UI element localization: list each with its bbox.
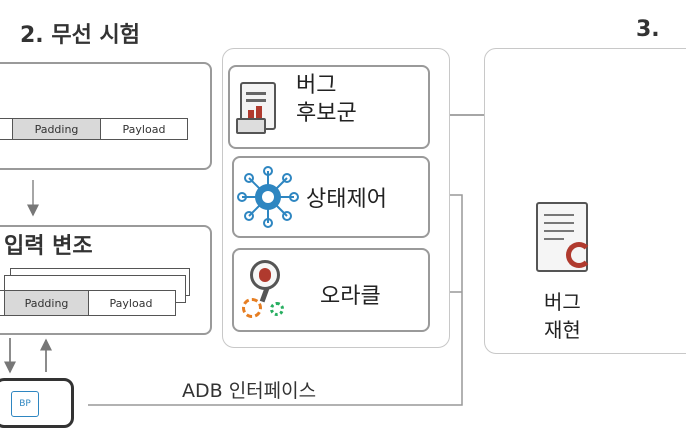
- mutated-packet-row: Padding Payload: [0, 290, 176, 316]
- packet-padding-cell: Padding: [13, 119, 101, 139]
- device-chip-icon: BP: [11, 391, 39, 417]
- adb-interface-label: ADB 인터페이스: [182, 380, 317, 402]
- packet-payload-cell: Payload: [122, 122, 166, 136]
- report-icon: [236, 80, 280, 134]
- device-chip-label: BP: [19, 399, 31, 409]
- bug-candidates-label: 버그 후보군: [296, 73, 357, 126]
- oracle-label: 오라클: [320, 284, 381, 309]
- bug-repro-label: 버그 재현: [544, 290, 581, 342]
- bug-magnifier-icon: [240, 258, 296, 320]
- packet-structure-box: [0, 62, 212, 170]
- input-mutation-title: 입력 변조: [4, 234, 93, 259]
- device-phone: BP: [0, 378, 74, 428]
- packet-header-cell: [0, 119, 13, 139]
- state-control-label: 상태제어: [306, 187, 387, 212]
- next-section-panel: [484, 48, 686, 354]
- network-hub-svg: [237, 166, 299, 228]
- packet-row: Padding Payload: [0, 118, 188, 140]
- network-hub-icon: [236, 165, 300, 229]
- mutated-padding-cell: Padding: [5, 291, 89, 315]
- mutated-payload-cell: Payload: [109, 296, 153, 310]
- mutated-header-cell: [0, 291, 5, 315]
- bug-repro-document-icon: [532, 200, 604, 286]
- section-title-wireless-test: 2. 무선 시험: [20, 23, 140, 48]
